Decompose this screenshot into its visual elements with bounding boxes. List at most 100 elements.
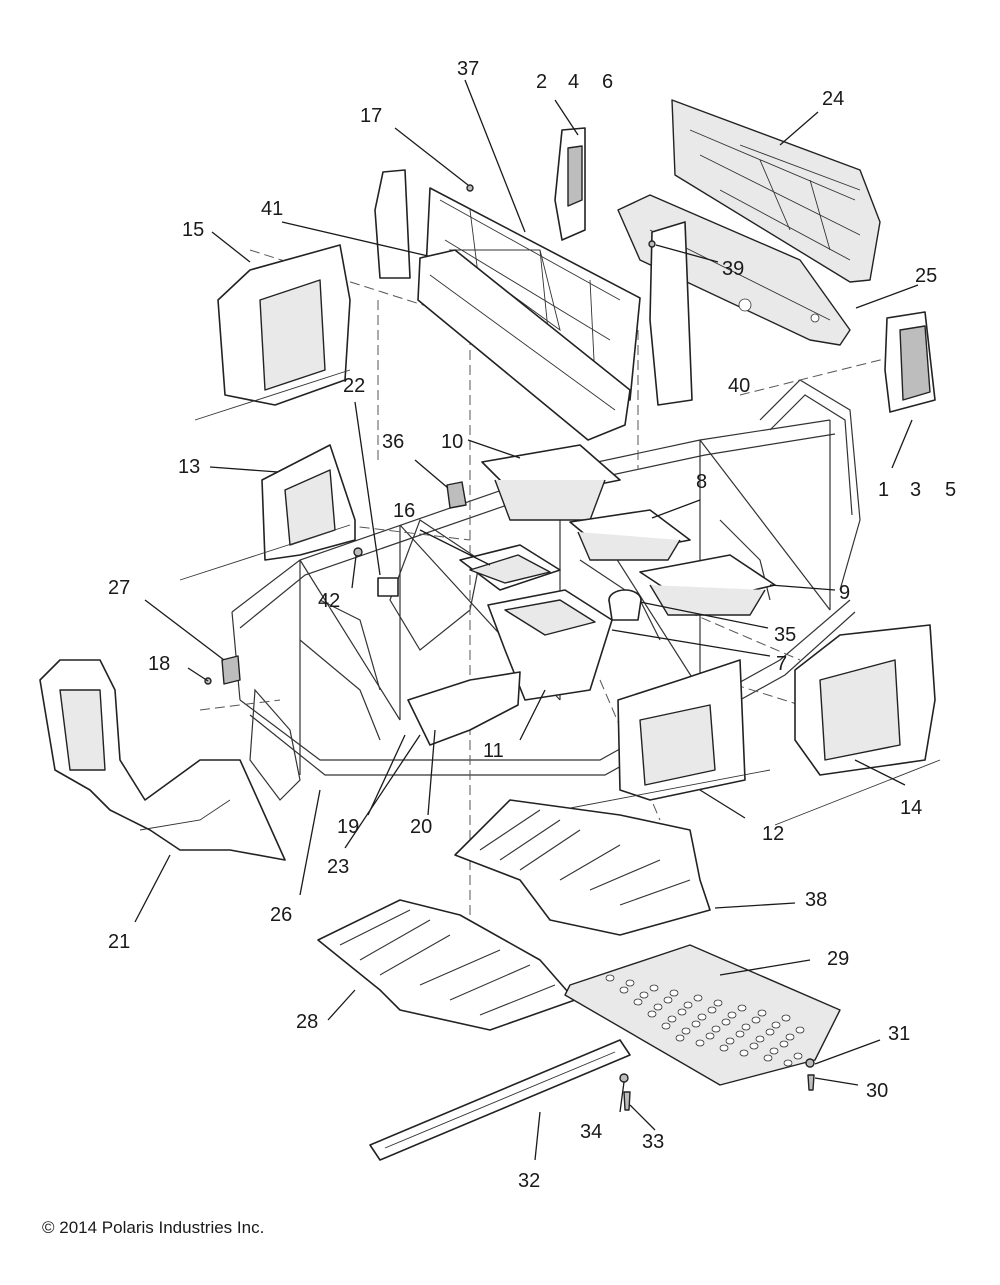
skid-plate-hole	[711, 1025, 721, 1033]
skid-plate-hole	[781, 1014, 791, 1022]
leader-lines	[134, 79, 919, 1161]
skid-plate-hole	[639, 991, 649, 999]
part-14-right-side-panel	[774, 624, 941, 826]
part-2-4-6-side-vent	[554, 127, 586, 241]
part-21-front-left-fender	[39, 659, 286, 861]
part-42-nut	[353, 547, 363, 557]
skid-plate-hole	[649, 984, 659, 992]
skid-plate-hole	[793, 1052, 803, 1060]
skid-plate-hole	[795, 1026, 805, 1034]
callout-17: 17	[360, 105, 382, 127]
callout-22: 22	[343, 375, 365, 397]
part-23-floor-tray	[407, 671, 521, 746]
skid-plate-hole	[683, 1001, 693, 1009]
skid-plate-hole	[737, 1004, 747, 1012]
part-40-upright	[649, 221, 693, 406]
callout-16: 16	[393, 500, 415, 522]
skid-plate-hole	[757, 1009, 767, 1017]
skid-plate-hole	[755, 1035, 765, 1043]
callout-10: 10	[441, 431, 463, 453]
callout-12: 12	[762, 823, 784, 845]
callout-20: 20	[410, 816, 432, 838]
skid-plate-hole	[605, 974, 615, 982]
callout-41: 41	[261, 198, 283, 220]
skid-plate-hole	[625, 979, 635, 987]
part-28-front-floor-pan	[317, 899, 576, 1031]
callout-39: 39	[722, 258, 744, 280]
callout-21: 21	[108, 931, 130, 953]
part-22-clip	[377, 577, 399, 597]
callout-32: 32	[518, 1170, 540, 1192]
skid-plate-hole	[619, 986, 629, 994]
callout-18: 18	[148, 653, 170, 675]
part-27-bracket	[221, 655, 241, 685]
skid-plate-hole	[765, 1028, 775, 1036]
callout-8: 8	[696, 471, 707, 493]
skid-plate-hole	[779, 1040, 789, 1048]
part-15-rear-left-fender	[194, 244, 351, 421]
skid-plate-hole	[769, 1047, 779, 1055]
callout-33: 33	[642, 1131, 664, 1153]
part-13-left-side-panel	[179, 444, 356, 581]
skid-plate-hole	[763, 1054, 773, 1062]
skid-plate-hole	[713, 999, 723, 1007]
callout-1: 1	[878, 479, 889, 501]
skid-plate-hole	[719, 1044, 729, 1052]
callout-30: 30	[866, 1080, 888, 1102]
skid-plate-hole	[647, 1010, 657, 1018]
part-8-storage-bin	[569, 509, 691, 561]
skid-plate-hole	[735, 1030, 745, 1038]
callout-19: 19	[337, 816, 359, 838]
callout-28: 28	[296, 1011, 318, 1033]
callout-9: 9	[839, 582, 850, 604]
part-32-rail	[369, 1039, 631, 1161]
skid-plate-hole	[751, 1016, 761, 1024]
skid-plate-hole	[725, 1037, 735, 1045]
skid-plate-hole	[669, 989, 679, 997]
skid-plate-hole	[771, 1021, 781, 1029]
part-41-rail	[417, 249, 631, 441]
skid-plate-hole	[741, 1023, 751, 1031]
skid-plate-hole	[785, 1033, 795, 1041]
skid-plate-hole	[693, 994, 703, 1002]
callout-23: 23	[327, 856, 349, 878]
callout-31: 31	[888, 1023, 910, 1045]
skid-plate-hole	[697, 1013, 707, 1021]
skid-plate-hole	[681, 1027, 691, 1035]
skid-plate-hole	[695, 1039, 705, 1047]
callout-6: 6	[602, 71, 613, 93]
skid-plate-hole	[727, 1011, 737, 1019]
skid-plate-hole	[707, 1006, 717, 1014]
part-9-storage-bin	[639, 554, 776, 616]
callout-42: 42	[318, 590, 340, 612]
skid-plate-hole	[633, 998, 643, 1006]
callout-29: 29	[827, 948, 849, 970]
callout-13: 13	[178, 456, 200, 478]
part-35-cup-holder	[608, 589, 642, 621]
callout-7: 7	[776, 653, 787, 675]
callout-labels: 37 2 4 6 24 17 41 15 25 39 40 22 36 10 1…	[108, 58, 956, 1192]
part-10-storage-bin	[481, 444, 621, 521]
skid-plate-hole	[691, 1020, 701, 1028]
skid-plate-hole	[661, 1022, 671, 1030]
skid-plate-hole	[653, 1003, 663, 1011]
callout-34: 34	[580, 1121, 602, 1143]
part-16-tray	[459, 544, 561, 591]
skid-plate-hole	[675, 1034, 685, 1042]
skid-plate-hole	[677, 1008, 687, 1016]
callout-11: 11	[483, 740, 504, 762]
skid-plate-hole	[739, 1049, 749, 1057]
callout-4: 4	[568, 71, 579, 93]
part-38-rear-floor-pan	[454, 799, 711, 936]
part-29-skid-plate	[564, 944, 841, 1086]
callout-14: 14	[900, 797, 922, 819]
part-12-center-panel	[559, 659, 771, 811]
callout-27: 27	[108, 577, 130, 599]
callout-5: 5	[945, 479, 956, 501]
skid-plate-hole	[783, 1059, 793, 1067]
part-24-rear-panel	[671, 99, 881, 283]
callout-24: 24	[822, 88, 844, 110]
callout-26: 26	[270, 904, 292, 926]
skid-plate-hole	[705, 1032, 715, 1040]
